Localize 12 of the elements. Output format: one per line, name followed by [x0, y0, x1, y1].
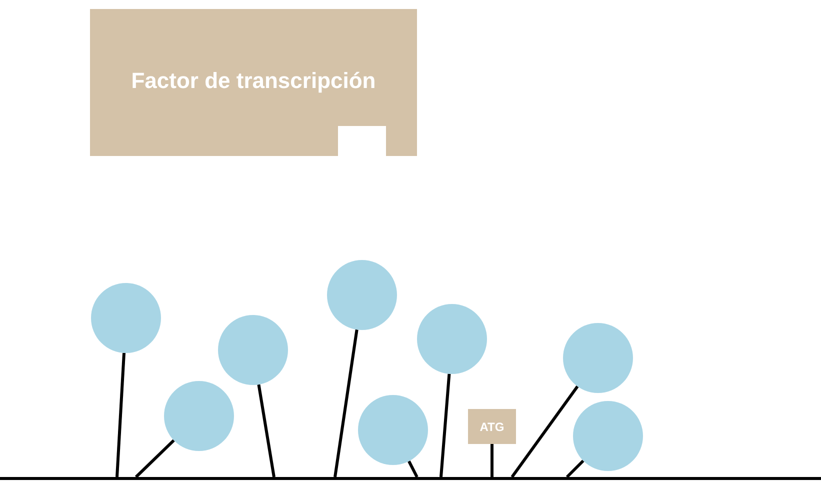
- stem-line: [440, 374, 451, 478]
- stem-line: [134, 439, 175, 478]
- protein-box: Factor de transcripción: [90, 9, 417, 156]
- stem-line: [334, 329, 358, 478]
- stem-line: [566, 460, 584, 478]
- label-box: ATG: [468, 409, 516, 444]
- stem-line: [257, 384, 276, 478]
- dna-strand-line: [0, 477, 821, 480]
- stem-line: [490, 444, 494, 477]
- stem-line: [408, 460, 418, 478]
- stem-line: [116, 352, 126, 478]
- stem-line: [510, 385, 579, 478]
